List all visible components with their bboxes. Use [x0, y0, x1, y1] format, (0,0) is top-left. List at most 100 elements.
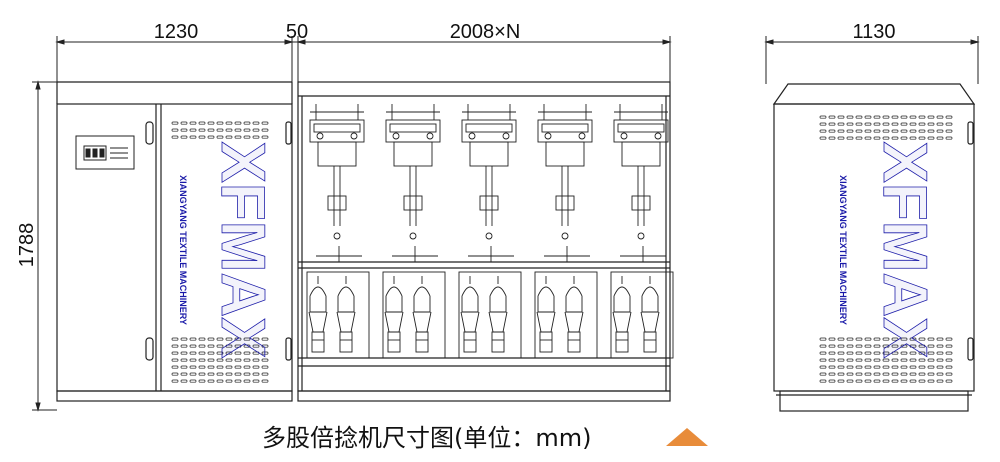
vent-slot — [216, 365, 224, 369]
vent-slot — [252, 135, 260, 139]
vent-slot — [927, 122, 935, 126]
vent-slot — [900, 122, 908, 126]
vent-slot — [198, 358, 206, 362]
spindle-unit — [382, 104, 446, 359]
vent-slot — [891, 358, 899, 362]
vent-slot — [819, 358, 827, 362]
vent-slot — [189, 337, 197, 341]
vent-slot — [891, 115, 899, 119]
vent-slot — [207, 128, 215, 132]
vent-slot — [909, 122, 917, 126]
vent-slot — [261, 365, 269, 369]
vent-slot — [909, 337, 917, 341]
vent-slot — [252, 379, 260, 383]
vent-slot — [207, 344, 215, 348]
vent-slot — [900, 129, 908, 133]
vent-slot — [828, 344, 836, 348]
vent-slot — [225, 121, 233, 125]
vent-slot — [216, 358, 224, 362]
vent-slot — [837, 372, 845, 376]
vent-slot — [828, 365, 836, 369]
vent-slot — [189, 372, 197, 376]
vent-slot — [945, 372, 953, 376]
vent-slot — [216, 372, 224, 376]
vent-slot — [180, 135, 188, 139]
vent-slot — [900, 344, 908, 348]
vent-slot — [846, 344, 854, 348]
cabinet-vent-slots — [171, 121, 269, 383]
vent-slot — [837, 129, 845, 133]
vent-slot — [846, 351, 854, 355]
vent-slot — [936, 365, 944, 369]
vent-slot — [243, 365, 251, 369]
vent-slot — [873, 122, 881, 126]
vent-slot — [891, 129, 899, 133]
vent-slot — [189, 121, 197, 125]
vent-slot — [828, 379, 836, 383]
vent-slot — [882, 351, 890, 355]
side-vent-slots — [819, 115, 953, 383]
vent-slot — [873, 115, 881, 119]
vent-slot — [234, 135, 242, 139]
vent-slot — [819, 351, 827, 355]
vent-slot — [234, 351, 242, 355]
vent-slot — [261, 372, 269, 376]
vent-slot — [171, 372, 179, 376]
vent-slot — [945, 358, 953, 362]
vent-slot — [837, 351, 845, 355]
vent-slot — [243, 337, 251, 341]
vent-slot — [252, 337, 260, 341]
vent-slot — [909, 358, 917, 362]
vent-slot — [891, 365, 899, 369]
vent-slot — [846, 358, 854, 362]
vent-slot — [225, 337, 233, 341]
vent-slot — [819, 344, 827, 348]
vent-slot — [819, 115, 827, 119]
vent-slot — [909, 136, 917, 140]
vent-slot — [927, 351, 935, 355]
vent-slot — [882, 379, 890, 383]
vent-slot — [927, 372, 935, 376]
vent-slot — [900, 379, 908, 383]
vent-slot — [180, 337, 188, 341]
vent-slot — [180, 358, 188, 362]
side-view-cabinet — [772, 83, 976, 412]
vent-slot — [828, 358, 836, 362]
vent-slot — [882, 344, 890, 348]
vent-slot — [873, 344, 881, 348]
vent-slot — [261, 379, 269, 383]
vent-slot — [243, 121, 251, 125]
vent-slot — [171, 379, 179, 383]
vent-slot — [207, 135, 215, 139]
vent-slot — [855, 372, 863, 376]
vent-slot — [198, 121, 206, 125]
vent-slot — [207, 337, 215, 341]
spindle-units — [306, 104, 674, 359]
vent-slot — [243, 358, 251, 362]
vent-slot — [891, 372, 899, 376]
vent-slot — [855, 129, 863, 133]
vent-slot — [261, 337, 269, 341]
vent-slot — [207, 121, 215, 125]
vent-slot — [855, 344, 863, 348]
spindle-unit — [610, 104, 674, 359]
control-cabinet — [56, 81, 293, 402]
vent-slot — [864, 365, 872, 369]
vent-slot — [846, 337, 854, 341]
vent-slot — [882, 129, 890, 133]
vent-slot — [846, 115, 854, 119]
vent-slot — [243, 128, 251, 132]
vent-slot — [873, 337, 881, 341]
vent-slot — [927, 358, 935, 362]
vent-slot — [864, 136, 872, 140]
vent-slot — [927, 136, 935, 140]
vent-slot — [909, 379, 917, 383]
vent-slot — [846, 129, 854, 133]
vent-slot — [225, 358, 233, 362]
vent-slot — [936, 337, 944, 341]
vent-slot — [864, 337, 872, 341]
brand-logo-side: XFMAX — [870, 142, 939, 359]
vent-slot — [936, 136, 944, 140]
vent-slot — [855, 351, 863, 355]
